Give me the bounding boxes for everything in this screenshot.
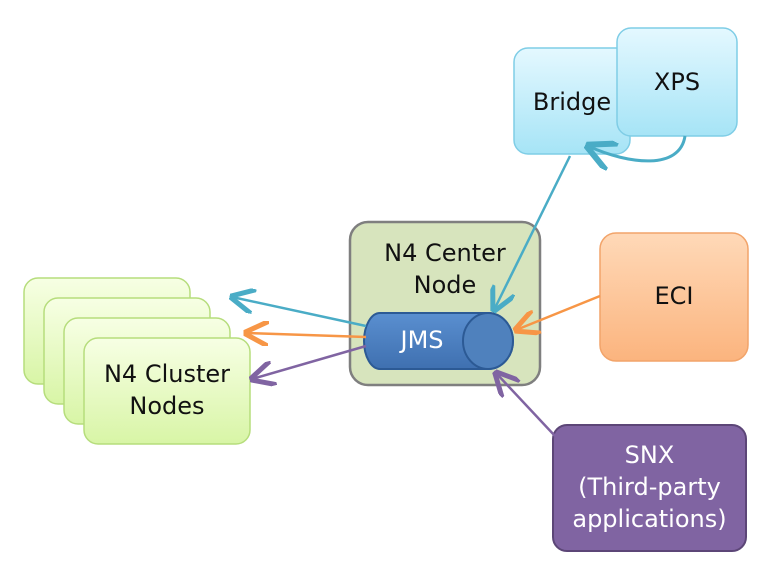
xps-to-bridge-link — [588, 135, 687, 161]
jms-to-cluster-orange-arrow — [246, 333, 367, 337]
eci-box — [599, 232, 749, 362]
snx-to-jms-arrow — [496, 373, 556, 437]
cluster-node-stack — [23, 277, 251, 445]
bridge-box — [513, 47, 631, 155]
xps-box — [616, 27, 738, 137]
jms-cylinder — [363, 312, 514, 370]
snx-box — [552, 424, 747, 552]
jms-to-cluster-purple-arrow — [252, 344, 367, 379]
eci-to-jms-arrow — [516, 294, 601, 330]
cluster-node-box — [83, 337, 251, 445]
jms-to-cluster-teal-arrow — [232, 297, 367, 328]
bridge-to-jms-arrow — [494, 155, 572, 310]
